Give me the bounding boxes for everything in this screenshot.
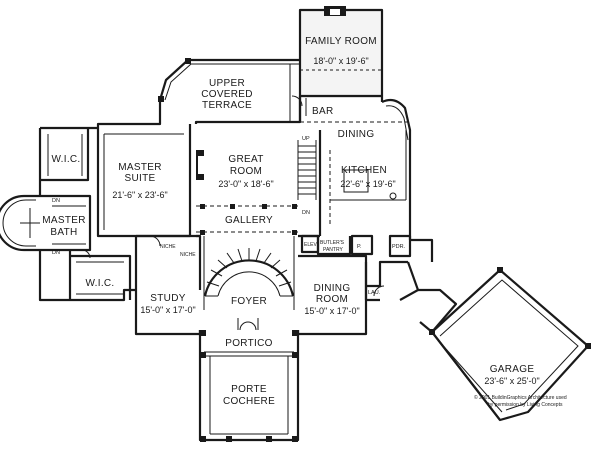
bar-label: BAR [312,106,333,117]
pantry-label: PANTRY [323,247,343,253]
porte-cochere-label-1: PORTE [231,384,267,395]
study-label: STUDY [150,293,185,304]
doors [81,95,385,331]
terrace-label-3: TERRACE [202,100,252,111]
left-wing-interiors [40,124,202,300]
terrace-label-2: COVERED [201,89,253,100]
porte-cochere-label-2: COCHERE [223,396,275,407]
dining-room-label-2: ROOM [316,294,348,305]
dn-bath-bottom-label: DN [52,250,60,256]
portico-porte-cochere [198,318,300,442]
master-suite-label-2: SUITE [125,173,156,184]
elev-label: ELEV [304,242,317,248]
dn-stair-label: DN [302,210,310,216]
foyer-label: FOYER [231,296,267,307]
foyer-curved-stair [203,236,295,310]
master-bath-label-1: MASTER [42,215,85,226]
gallery-label: GALLERY [225,215,273,226]
pdr-label: PDR. [392,244,406,250]
copyright-line-1: © 2001 BuildinGraphics Architecture used [474,394,567,401]
great-room-label-2: ROOM [230,166,262,177]
great-room-label-1: GREAT [228,154,263,165]
garage-size: 23'-6" x 25'-0" [484,376,539,386]
dn-bath-top-label: DN [52,198,60,204]
kitchen-size: 22'-6" x 19'-6" [340,179,395,189]
study-size: 15'-0" x 17'-0" [140,305,195,315]
great-room-size: 23'-0" x 18'-6" [218,179,273,189]
upper-covered-terrace-outline [158,58,300,122]
copyright-line-2: by permission by Living Concepts [488,402,563,408]
main-stair [297,140,317,200]
portico-label: PORTICO [225,338,272,349]
master-suite-size: 21'-6" x 23'-6" [112,190,167,200]
family-room-block [298,6,384,98]
dining-room-size: 15'-0" x 17'-0" [304,306,359,316]
butlers-label: BUTLER'S [320,240,345,246]
up-label: UP [302,136,310,142]
dining-room-label-1: DINING [314,283,351,294]
master-bath-rotunda [0,194,40,252]
wic-top-label: W.I.C. [51,154,80,165]
right-wing-interiors [298,96,412,302]
garage-block [418,267,591,422]
master-bath-label-2: BATH [50,227,77,238]
master-suite-label-1: MASTER [118,162,161,173]
niche-left-label: NICHE [160,244,176,250]
garage-label: GARAGE [490,364,535,375]
terrace-label-1: UPPER [209,78,245,89]
niche-right-label: NICHE [180,252,196,258]
kitchen-label: KITCHEN [341,165,387,176]
lau-label: LAU. [368,290,381,296]
family-room-label: FAMILY ROOM [305,36,377,47]
dining-label: DINING [338,129,375,140]
p-closet-label: P. [357,244,362,250]
wic-bottom-label: W.I.C. [85,278,114,289]
family-room-size: 18'-0" x 19'-6" [313,56,368,66]
